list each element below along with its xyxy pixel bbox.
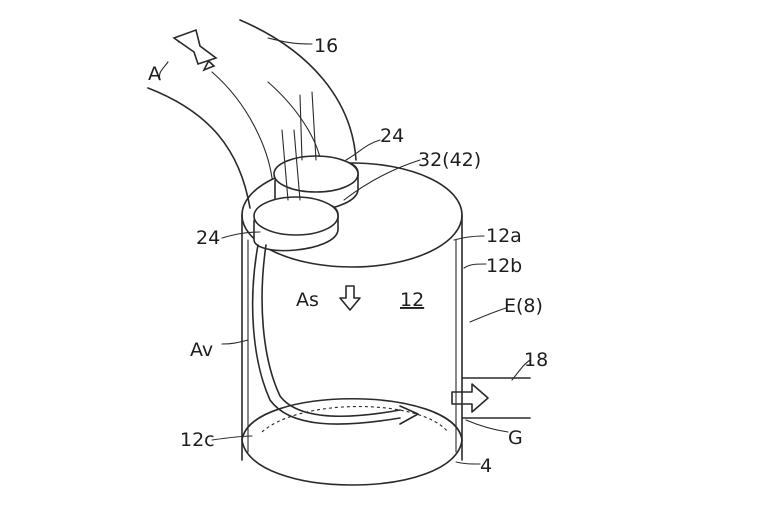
label-e8: E(8) <box>504 295 543 317</box>
intake-pipe <box>147 19 357 209</box>
label-av: Av <box>190 339 213 361</box>
arrow-g-icon <box>451 383 489 413</box>
label-12a: 12a <box>486 225 522 247</box>
arrow-a-icon <box>172 28 218 72</box>
leader-lines <box>158 37 531 465</box>
flow-av <box>251 244 419 425</box>
label-18: 18 <box>524 349 548 371</box>
label-4: 4 <box>480 455 492 477</box>
label-24-top: 24 <box>380 125 404 147</box>
label-24-left: 24 <box>196 227 220 249</box>
label-32-42: 32(42) <box>418 149 481 171</box>
label-12c: 12c <box>180 429 215 451</box>
valve-lower <box>253 129 339 252</box>
valve-upper <box>273 91 359 213</box>
exhaust-port <box>461 377 531 419</box>
label-g: G <box>508 427 523 449</box>
label-12b: 12b <box>486 255 522 277</box>
label-a: A <box>148 63 161 85</box>
label-as: As <box>296 289 319 311</box>
arrow-as-icon <box>339 285 361 311</box>
label-12: 12 <box>400 289 424 311</box>
piston-bottom <box>241 397 463 486</box>
label-16: 16 <box>314 35 338 57</box>
cylinder-body <box>241 162 463 461</box>
